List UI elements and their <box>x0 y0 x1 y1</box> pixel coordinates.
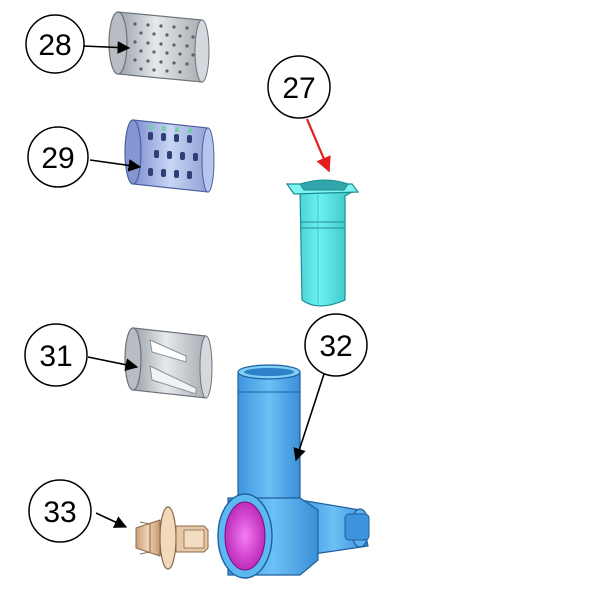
housing-32 <box>217 364 370 579</box>
tube-27-pusher <box>285 179 360 307</box>
callout-33-label: 33 <box>43 496 76 529</box>
callout-28-label: 28 <box>38 29 71 62</box>
callout-31-label: 31 <box>39 340 72 373</box>
callout-31: 31 <box>24 323 88 387</box>
drum-29-grater <box>124 119 215 193</box>
arrow-31 <box>87 356 139 371</box>
shaft-33 <box>135 506 209 570</box>
callout-32: 32 <box>304 313 368 377</box>
callout-29: 29 <box>27 126 89 188</box>
arrow-27 <box>305 118 331 173</box>
arrow-32 <box>293 370 326 462</box>
arrow-33 <box>95 512 128 528</box>
callout-29-label: 29 <box>41 142 74 175</box>
callout-33: 33 <box>28 479 92 543</box>
callout-27-label: 27 <box>282 72 315 105</box>
arrow-29 <box>89 159 142 172</box>
drum-31-slicer <box>124 327 213 399</box>
leader-arrows <box>82 41 331 528</box>
callout-28: 28 <box>25 14 85 74</box>
callout-27: 27 <box>267 55 331 119</box>
arrow-28 <box>82 41 131 54</box>
drum-28-perforated <box>108 11 210 83</box>
callout-32-label: 32 <box>319 330 352 363</box>
